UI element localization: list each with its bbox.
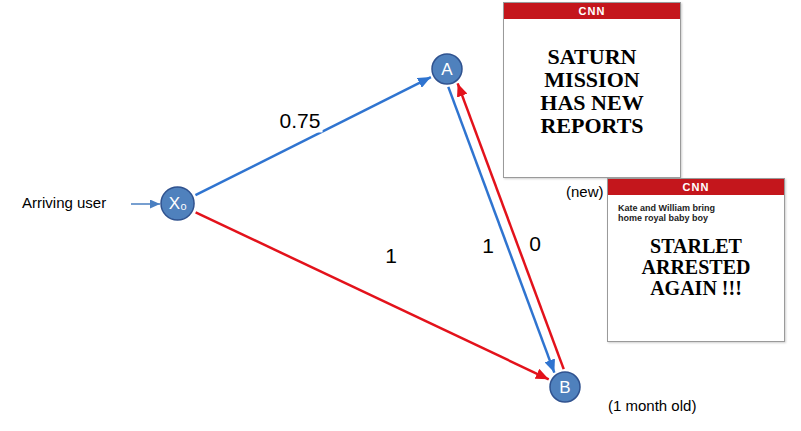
news-page: CNN Kate and William bring home royal bab… — [607, 178, 785, 342]
headline: SATURN MISSION HAS NEW REPORTS — [531, 45, 653, 137]
state-name: X₀ — [160, 195, 195, 212]
page-age-caption: (new) — [566, 183, 604, 200]
state-circle: A — [431, 53, 463, 85]
site-logo: CNN — [504, 3, 680, 19]
probability-label: 0 — [527, 232, 543, 255]
site-logo: CNN — [608, 179, 784, 195]
probability-label: 0.75 — [278, 109, 323, 132]
circle-shape — [161, 187, 194, 220]
circle-shape — [550, 372, 580, 402]
state-name: B — [549, 379, 581, 396]
page-age-caption: (1 month old) — [608, 397, 696, 414]
state-name: A — [431, 61, 463, 78]
transition-arrow — [196, 212, 549, 379]
state-circle: B — [549, 371, 581, 403]
entry-arrow — [131, 203, 160, 205]
circle-shape — [432, 54, 462, 84]
news-page: CNNSATURN MISSION HAS NEW REPORTS(new) — [503, 2, 681, 178]
probability-label: 1 — [480, 234, 496, 257]
article-title: Kate and William bring home royal baby b… — [618, 203, 738, 224]
transition-arrow — [195, 77, 430, 195]
state-circle: X₀ — [160, 186, 195, 221]
headline: STARLET ARRESTED AGAIN !!! — [631, 236, 761, 299]
probability-label: 1 — [383, 244, 399, 267]
entry-label: Arriving user — [22, 194, 106, 211]
